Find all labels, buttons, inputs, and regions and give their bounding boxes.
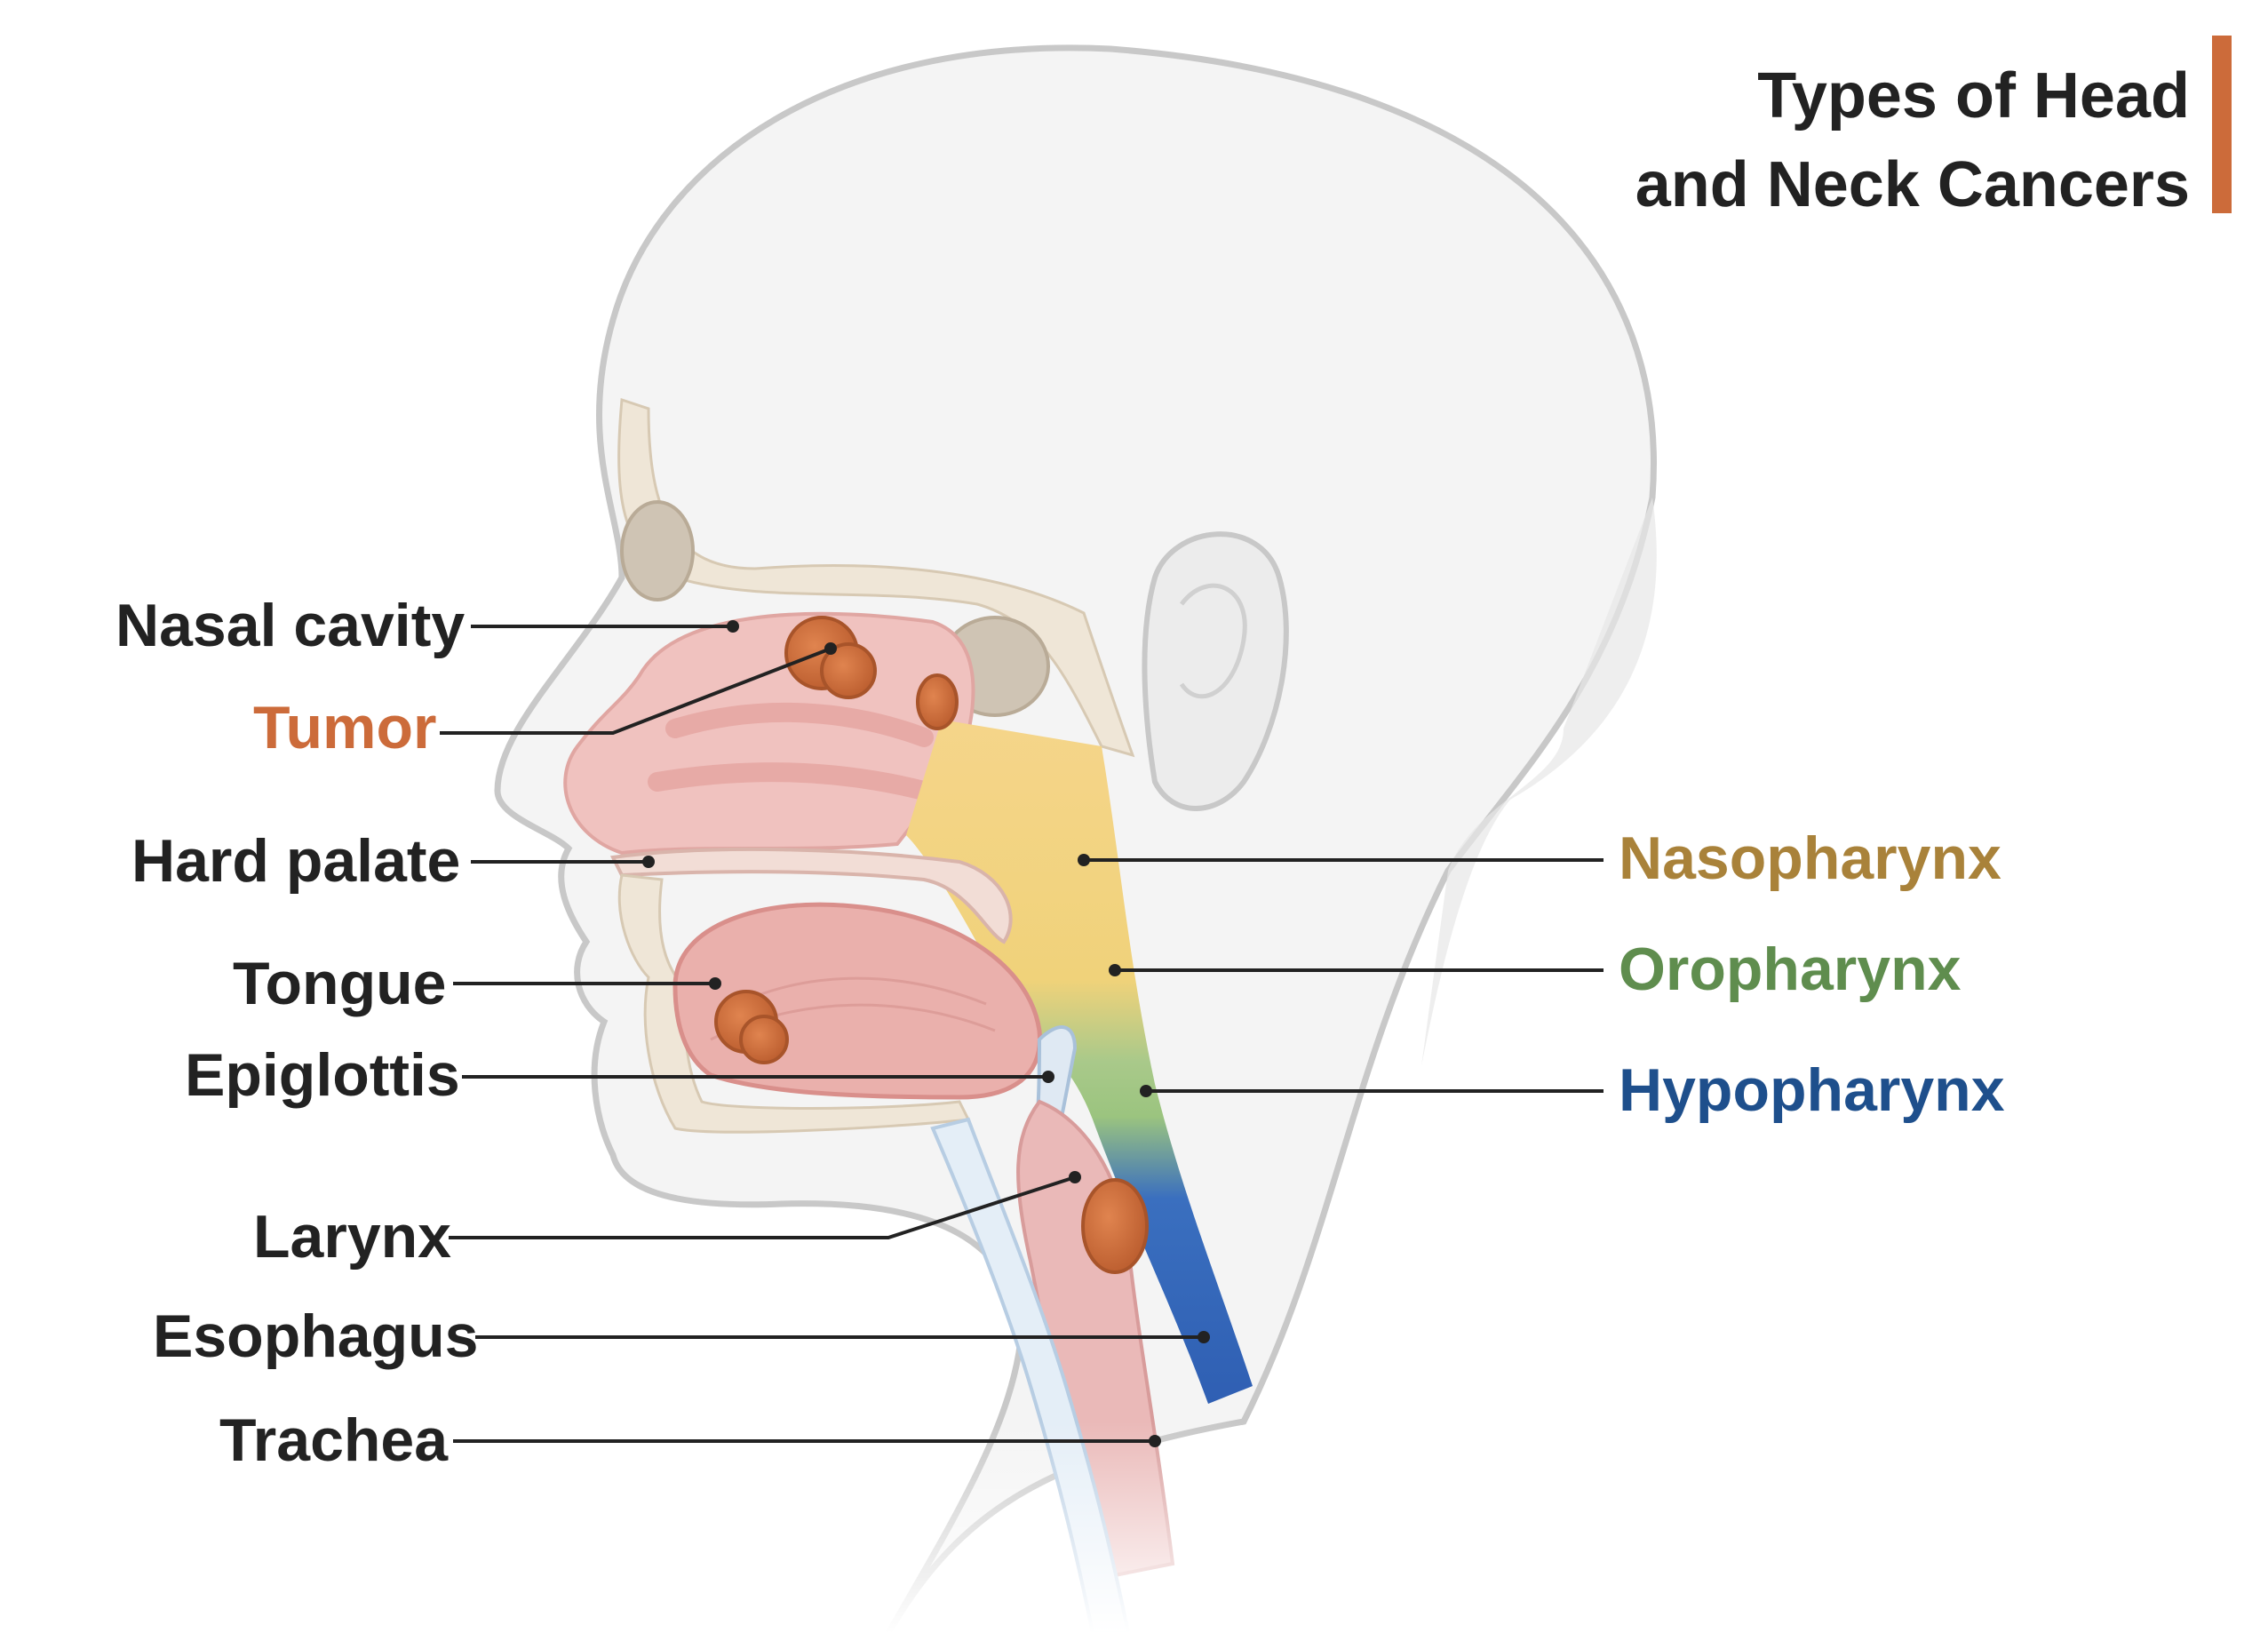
tumor-tongue: [714, 990, 789, 1064]
leader-tumor: [440, 647, 832, 735]
title-accent-bar: [2212, 36, 2232, 213]
label-nasal-cavity: Nasal cavity: [115, 592, 466, 659]
label-epiglottis: Epiglottis: [185, 1041, 460, 1109]
label-hypopharynx: Hypopharynx: [1619, 1056, 2005, 1124]
label-trachea: Trachea: [219, 1406, 449, 1474]
leader-lines: [440, 625, 1604, 1443]
title-line-1: Types of Head: [1757, 60, 2190, 131]
frontal-sinus: [620, 500, 695, 601]
leader-dots: [642, 620, 1210, 1447]
hard-palate: [609, 847, 1013, 944]
label-oropharynx: Oropharynx: [1619, 936, 1962, 1003]
leader-larynx: [449, 1175, 1076, 1239]
label-esophagus: Esophagus: [153, 1302, 479, 1370]
label-hard-palate: Hard palate: [131, 827, 461, 895]
tumor-larynx: [1081, 1178, 1149, 1274]
neck-shade: [1421, 498, 1657, 1066]
label-tumor: Tumor: [253, 694, 437, 761]
diagram-title: Types of Head and Neck Cancers: [1635, 52, 2190, 229]
title-line-2: and Neck Cancers: [1635, 149, 2190, 220]
label-larynx: Larynx: [253, 1203, 451, 1271]
tumor-nasopharynx: [916, 673, 959, 730]
label-tongue: Tongue: [233, 950, 447, 1017]
label-nasopharynx: Nasopharynx: [1619, 824, 2001, 892]
